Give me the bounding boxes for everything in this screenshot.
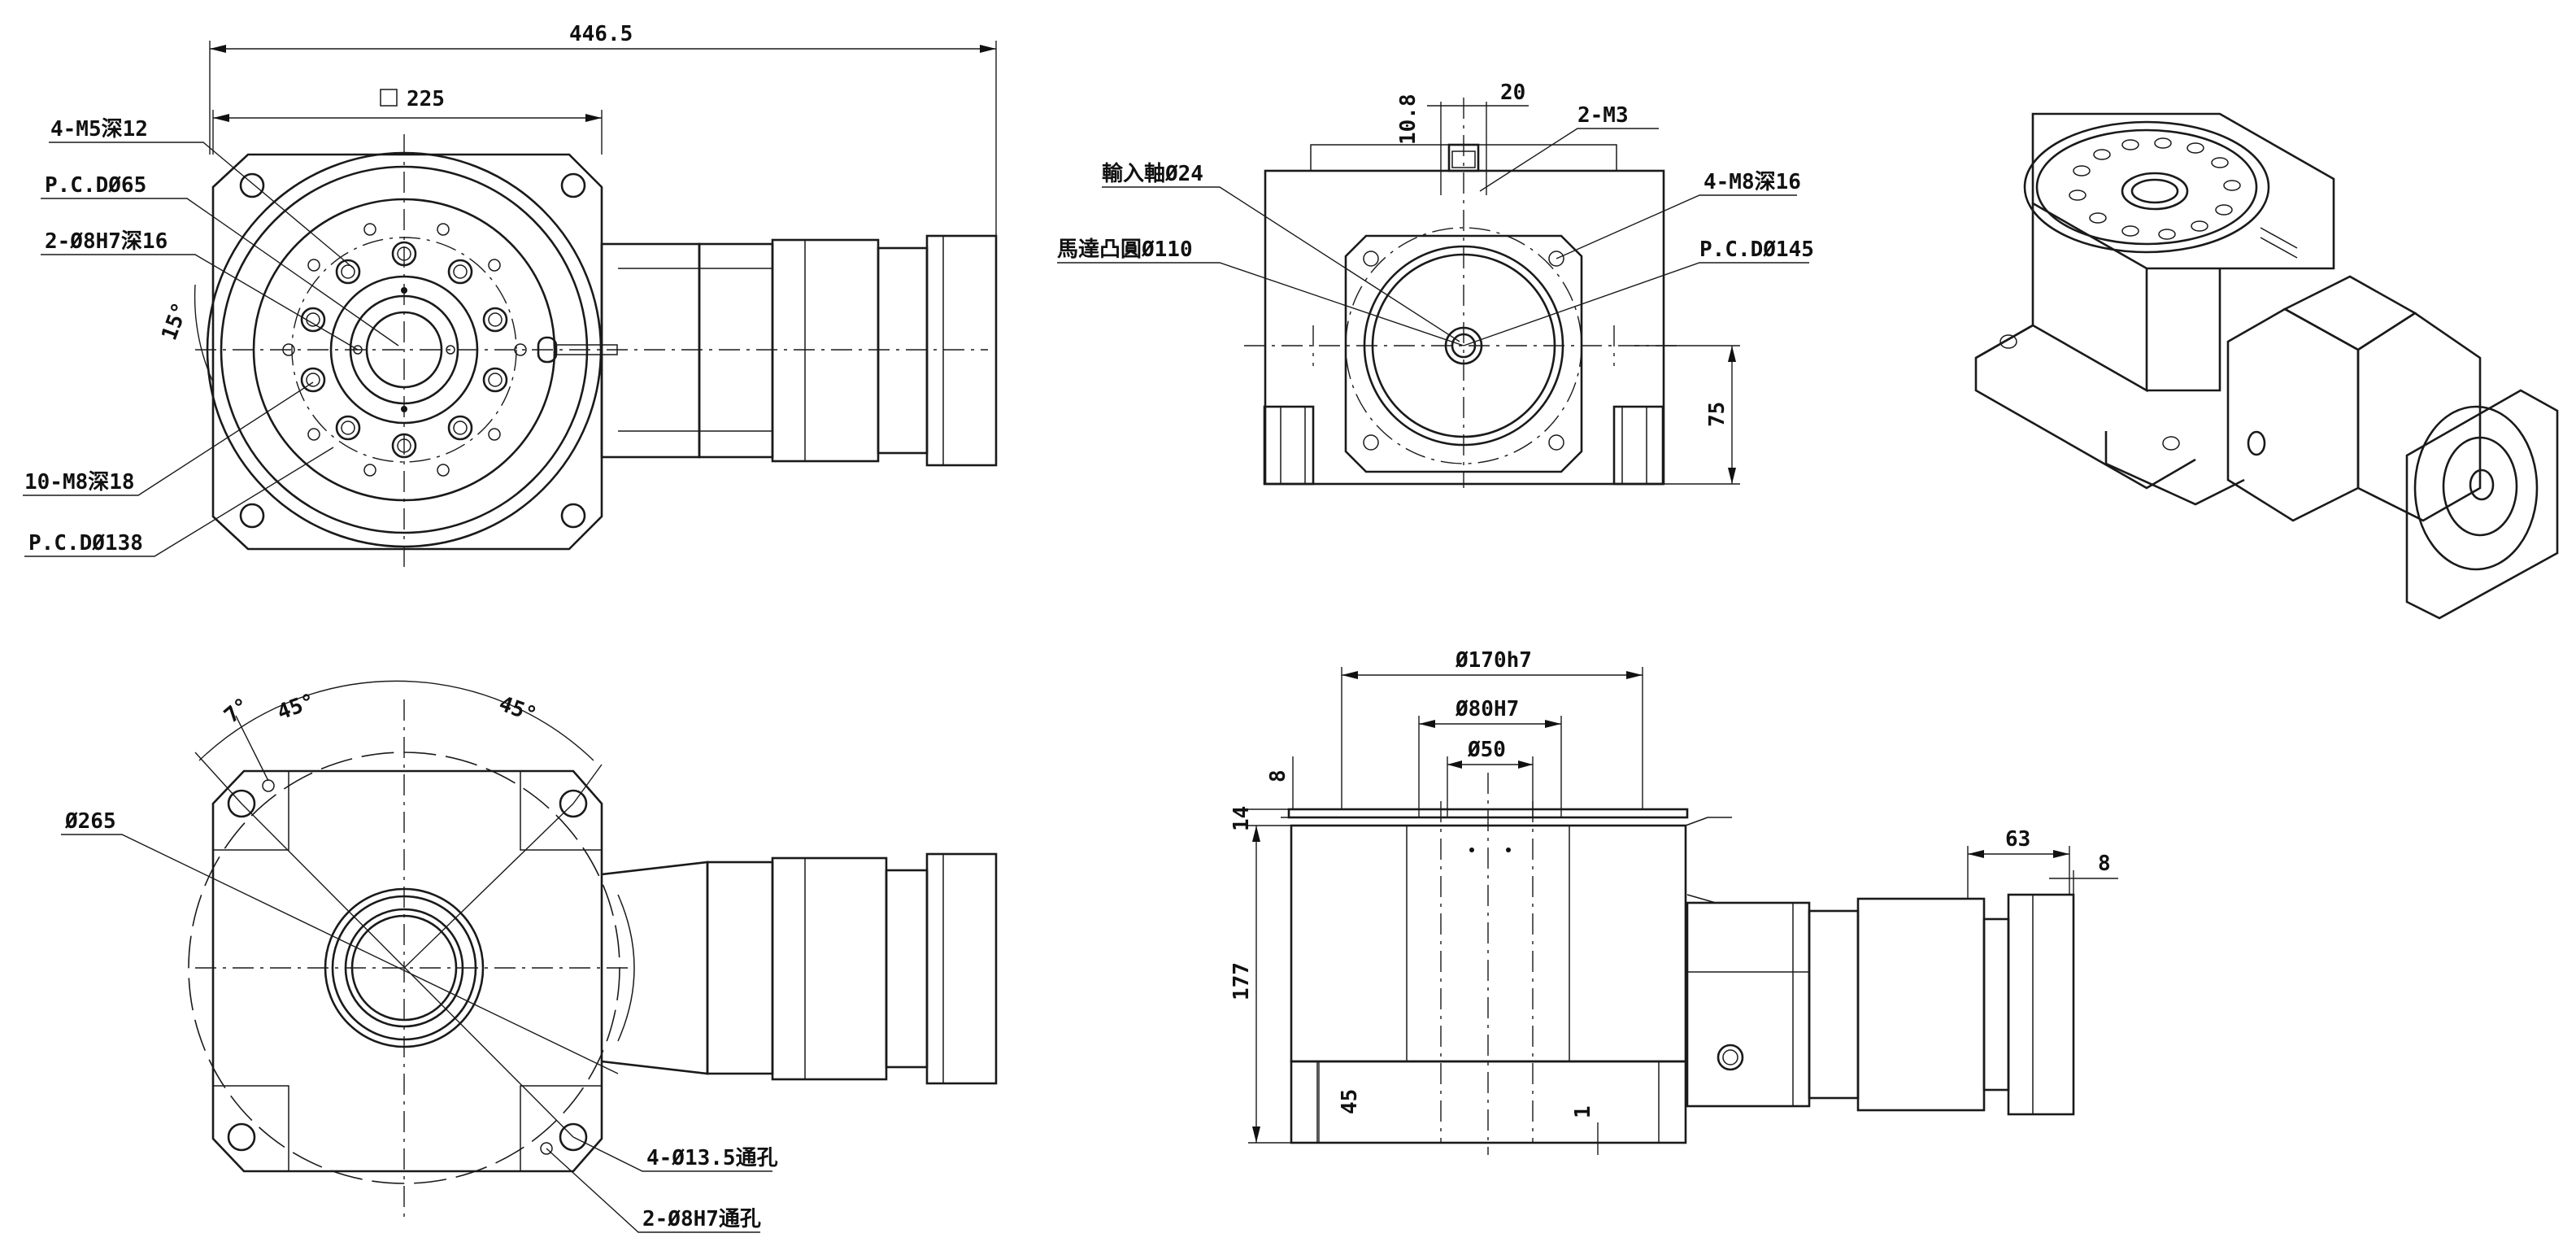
- dim-d170: Ø170h7: [1455, 648, 1532, 673]
- dim-8-left: 8: [1266, 769, 1290, 782]
- label-angle-7: 7°: [220, 693, 255, 728]
- label-m8-holes: 4-M8深16: [1704, 170, 1801, 194]
- label-pcd-65: P.C.DØ65: [45, 173, 146, 198]
- dim-8-right: 8: [2098, 852, 2111, 876]
- label-angle-45-a: 45°: [274, 689, 318, 725]
- label-angle-45-b: 45°: [496, 691, 540, 727]
- label-diameter-265: Ø265: [64, 809, 116, 834]
- label-pcd-138: P.C.DØ138: [28, 531, 143, 556]
- label-pin-holes: 2-Ø8H7深16: [45, 229, 168, 254]
- label-input-shaft: 輸入軸Ø24: [1102, 161, 1203, 186]
- label-tapped-holes-10: 10-M8深18: [24, 470, 135, 495]
- gearbox-body: [600, 234, 998, 467]
- side-view: 10.8 20 2-M3 輸入軸Ø24 馬達凸圓Ø110 4-M8深16 P.C…: [1057, 81, 1814, 488]
- dim-flange-square: 225: [407, 87, 445, 111]
- dim-75: 75: [1705, 402, 1730, 427]
- section-view: Ø170h7 Ø80H7 Ø50 8 14 177 45 1 63: [1229, 648, 2118, 1155]
- label-screw-m3: 2-M3: [1577, 103, 1629, 128]
- label-pcd-145: P.C.DØ145: [1699, 237, 1814, 262]
- bottom-gearbox: [601, 852, 998, 1085]
- dim-1: 1: [1571, 1105, 1595, 1118]
- iso-hole-pattern: [2069, 137, 2241, 240]
- dim-d50: Ø50: [1467, 738, 1506, 762]
- label-angle-15: 15°: [157, 299, 193, 343]
- dim-14: 14: [1229, 806, 1254, 831]
- label-tapped-holes: 4-M5深12: [50, 117, 148, 142]
- dim-20: 20: [1500, 81, 1525, 105]
- dim-177: 177: [1229, 962, 1254, 1000]
- label-motor-boss: 馬達凸圓Ø110: [1057, 237, 1193, 262]
- label-pin-through: 2-Ø8H7通孔: [642, 1207, 761, 1231]
- dim-overall-length: 446.5: [569, 22, 633, 46]
- bottom-view: 7° 45° 45° Ø265 4-Ø13.5通孔 2-Ø8H7通孔: [61, 680, 998, 1233]
- dim-d80: Ø80H7: [1455, 697, 1519, 721]
- dim-63: 63: [2005, 827, 2030, 852]
- label-through-holes: 4-Ø13.5通孔: [646, 1146, 778, 1170]
- dim-45: 45: [1338, 1089, 1362, 1114]
- front-view: 446.5 225 4-M5深12 P.C.DØ65 2-Ø8H7深16 15°…: [23, 22, 998, 569]
- isometric-view: [1974, 112, 2559, 620]
- dim-10-8: 10.8: [1396, 94, 1421, 145]
